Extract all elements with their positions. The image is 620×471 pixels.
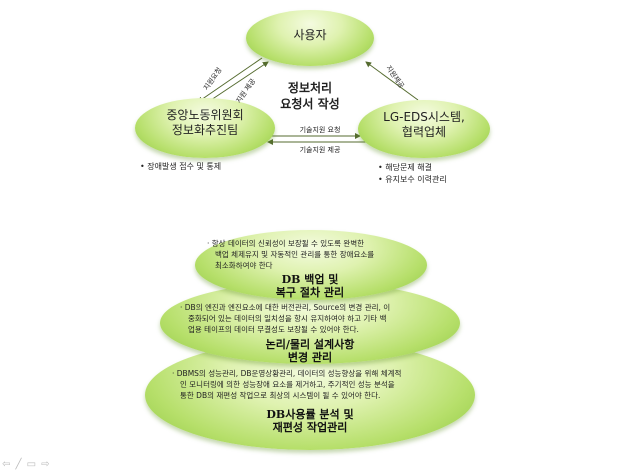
pointer-icon[interactable]: ⇦	[2, 459, 11, 470]
pen-icon[interactable]: ╱	[15, 459, 22, 470]
label-line: 변경 관리	[287, 351, 333, 364]
vendor-bullets: • 해당문제 해결 • 유지보수 이력관리	[378, 162, 447, 186]
slide-icon[interactable]: ▭	[26, 459, 37, 470]
layer-1-desc: · 항상 데이터의 신뢰성이 보장될 수 있도록 완벽한 백업 체제유지 및 자…	[207, 238, 374, 271]
vendor-bullet: • 해당문제 해결	[378, 163, 432, 172]
node-vendor-line2: 협력업체	[401, 125, 447, 139]
desc-line: · 항상 데이터의 신뢰성이 보장될 수 있도록 완벽한	[207, 239, 365, 248]
label-line: DB사용률 분석 및	[266, 408, 354, 421]
committee-bullet: • 장애발생 접수 및 통제	[140, 162, 222, 171]
label-tech-provide: 기술지원 제공	[299, 146, 341, 154]
label-line: 재편성 작업관리	[272, 421, 348, 434]
node-committee-line2: 정보화추진팀	[171, 123, 239, 137]
desc-line: 통한 DB의 재편성 작업으로 최상의 시스템이 될 수 있어야 한다.	[180, 391, 381, 400]
label-line: 논리/물리 설계사항	[265, 338, 355, 351]
slide-controls: ⇦ ╱ ▭ ⇨	[2, 452, 50, 471]
next-icon[interactable]: ⇨	[41, 459, 50, 470]
committee-bullets: • 장애발생 접수 및 통제	[140, 161, 221, 173]
node-vendor-ellipse	[358, 100, 490, 158]
arrow-support-provide	[207, 61, 269, 103]
arrow-support-request	[197, 57, 263, 103]
desc-line: 인 모니터링에 의한 성능장애 요소를 제거하고, 주기적인 성능 분석을	[180, 380, 395, 389]
desc-line: · DBMS의 성능관리, DB운영상황관리, 데이터의 성능향상을 위해 체계…	[172, 369, 402, 378]
layer-1-ellipse	[195, 230, 427, 300]
label-tech-request: 기술지원 요청	[299, 126, 341, 134]
node-committee-ellipse	[135, 98, 275, 158]
desc-line: 업용 테이프의 데이터 무결성도 보장될 수 있어야 한다.	[188, 325, 359, 334]
layer-1-label: DB 백업 및 복구 절차 관리	[230, 273, 390, 299]
vendor-bullet: • 유지보수 이력관리	[378, 175, 447, 184]
center-title-line1: 정보처리	[287, 81, 333, 95]
node-vendor-line1: LG-EDS시스템,	[383, 110, 465, 124]
node-vendor: LG-EDS시스템, 협력업체	[358, 110, 490, 140]
arrow-support-provide-right	[365, 61, 419, 101]
desc-line: · DB의 엔진과 엔진요소에 대한 버전관리, Source의 변경 관리, …	[180, 303, 391, 312]
node-committee: 중앙노동위원회 정보화추진팀	[135, 108, 275, 138]
layer-2-desc: · DB의 엔진과 엔진요소에 대한 버전관리, Source의 변경 관리, …	[180, 302, 390, 335]
desc-line: 최소화하여야 한다	[215, 261, 273, 270]
layer-2-label: 논리/물리 설계사항 변경 관리	[230, 338, 390, 364]
layer-3-desc: · DBMS의 성능관리, DB운영상황관리, 데이터의 성능향상을 위해 체계…	[172, 368, 401, 401]
desc-line: 백업 체제유지 및 자동적인 관리를 통한 장애요소를	[215, 250, 375, 259]
node-user-ellipse	[246, 10, 374, 66]
label-line: 복구 절차 관리	[275, 286, 345, 299]
center-title-line2: 요청서 작성	[280, 97, 340, 111]
label-line: DB 백업 및	[281, 273, 339, 286]
center-title: 정보처리 요청서 작성	[270, 80, 350, 112]
node-user: 사용자	[293, 28, 327, 42]
desc-line: 중화되어 있는 데이터의 일치성을 항시 유지하여야 하고 기타 백	[188, 314, 387, 323]
node-committee-line1: 중앙노동위원회	[166, 108, 244, 122]
layer-3-label: DB사용률 분석 및 재편성 작업관리	[220, 408, 400, 434]
